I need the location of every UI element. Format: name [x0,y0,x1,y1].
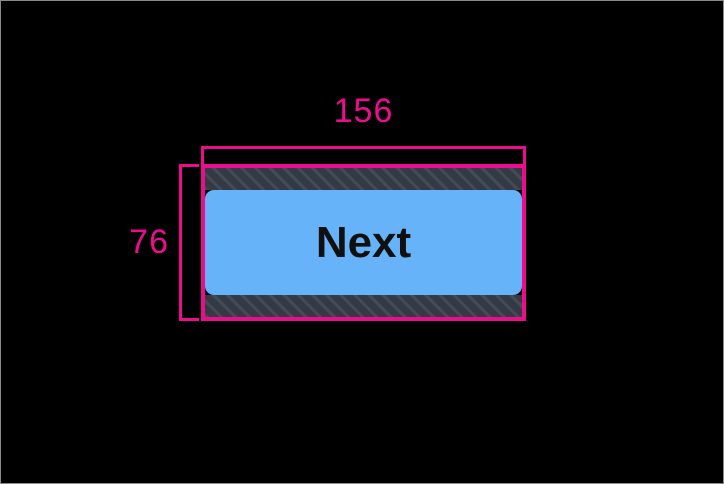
height-dimension-bracket [179,164,199,321]
width-dimension-bracket [201,146,526,166]
element-bounding-box-highlight: Next [201,164,526,321]
button-content-area: Next [205,190,522,295]
padding-hatch-bottom [205,295,522,317]
width-dimension-label: 156 [333,92,394,130]
height-dimension-label: 76 [129,223,169,261]
next-button-label: Next [315,217,412,267]
padding-hatch-top [205,168,522,190]
next-button[interactable]: Next [205,190,522,295]
